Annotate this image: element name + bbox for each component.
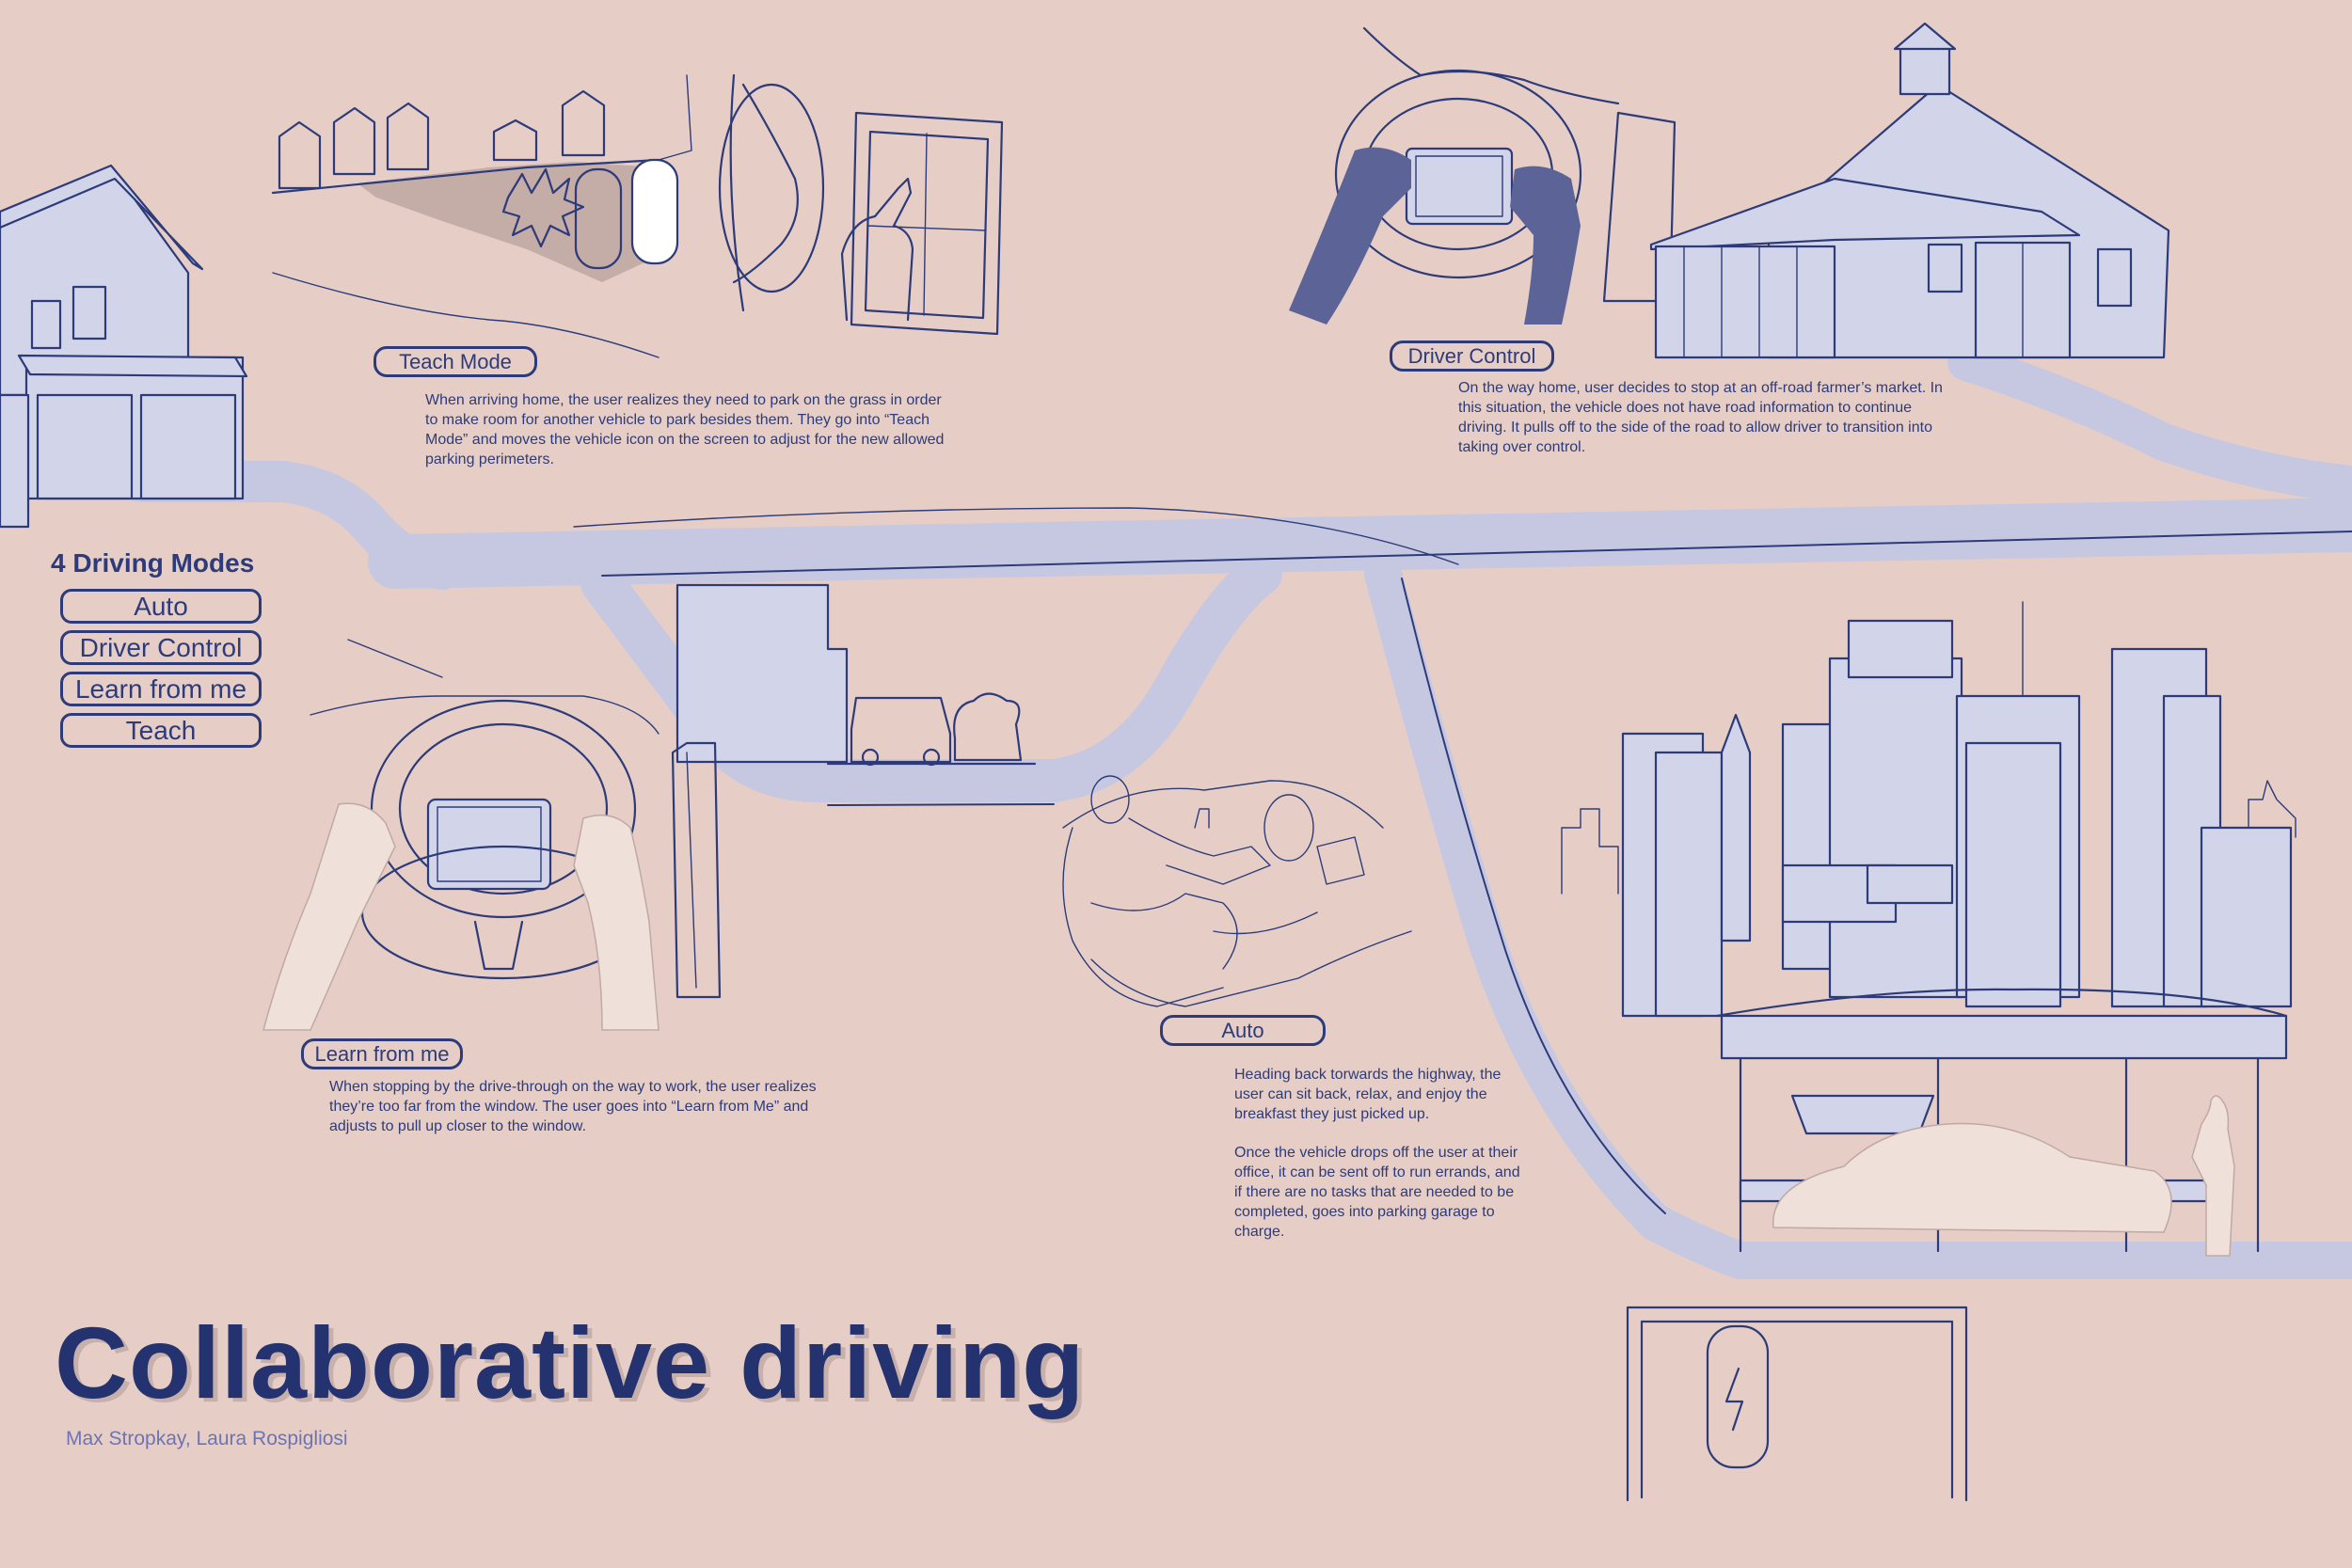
- parking-garage: [1715, 988, 2288, 1257]
- modes-heading: 4 Driving Modes: [51, 548, 255, 578]
- driver-control-sketch: [1289, 26, 1677, 325]
- poster-title: Collaborative driving: [55, 1306, 1086, 1419]
- text-teach-mode: When arriving home, the user realizes th…: [425, 392, 945, 467]
- auto-scene-sketch: [1062, 775, 1412, 1007]
- mode-pill-auto: Auto: [60, 589, 262, 624]
- teach-scene-sketch: [271, 73, 1004, 358]
- mode-pill-learn-from-me: Learn from me: [60, 672, 262, 706]
- poster-authors: Max Stropkay, Laura Rospigliosi: [66, 1428, 348, 1449]
- background-lines: [573, 507, 1459, 565]
- text-auto-2: Once the vehicle drops off the user at t…: [1234, 1145, 1520, 1240]
- label-auto: Auto: [1160, 1015, 1326, 1046]
- text-learn-from-me: When stopping by the drive-through on th…: [329, 1079, 817, 1134]
- text-driver-control: On the way home, user decides to stop at…: [1458, 380, 1943, 455]
- barn: [1649, 22, 2170, 359]
- label-teach-mode: Teach Mode: [373, 346, 537, 377]
- city-skyline: [1561, 601, 2296, 1018]
- label-learn-from-me: Learn from me: [301, 1038, 463, 1069]
- text-auto-1: Heading back torwards the highway, the u…: [1234, 1067, 1502, 1122]
- label-driver-control: Driver Control: [1390, 341, 1554, 372]
- mode-pill-teach: Teach: [60, 713, 262, 748]
- left-house: [0, 164, 248, 529]
- learn-scene-sketch: [262, 639, 722, 1031]
- mode-pill-driver-control: Driver Control: [60, 630, 262, 665]
- drive-through-building: [675, 583, 1037, 767]
- charging-spot: [1626, 1306, 1968, 1502]
- road-network: [120, 343, 2352, 1279]
